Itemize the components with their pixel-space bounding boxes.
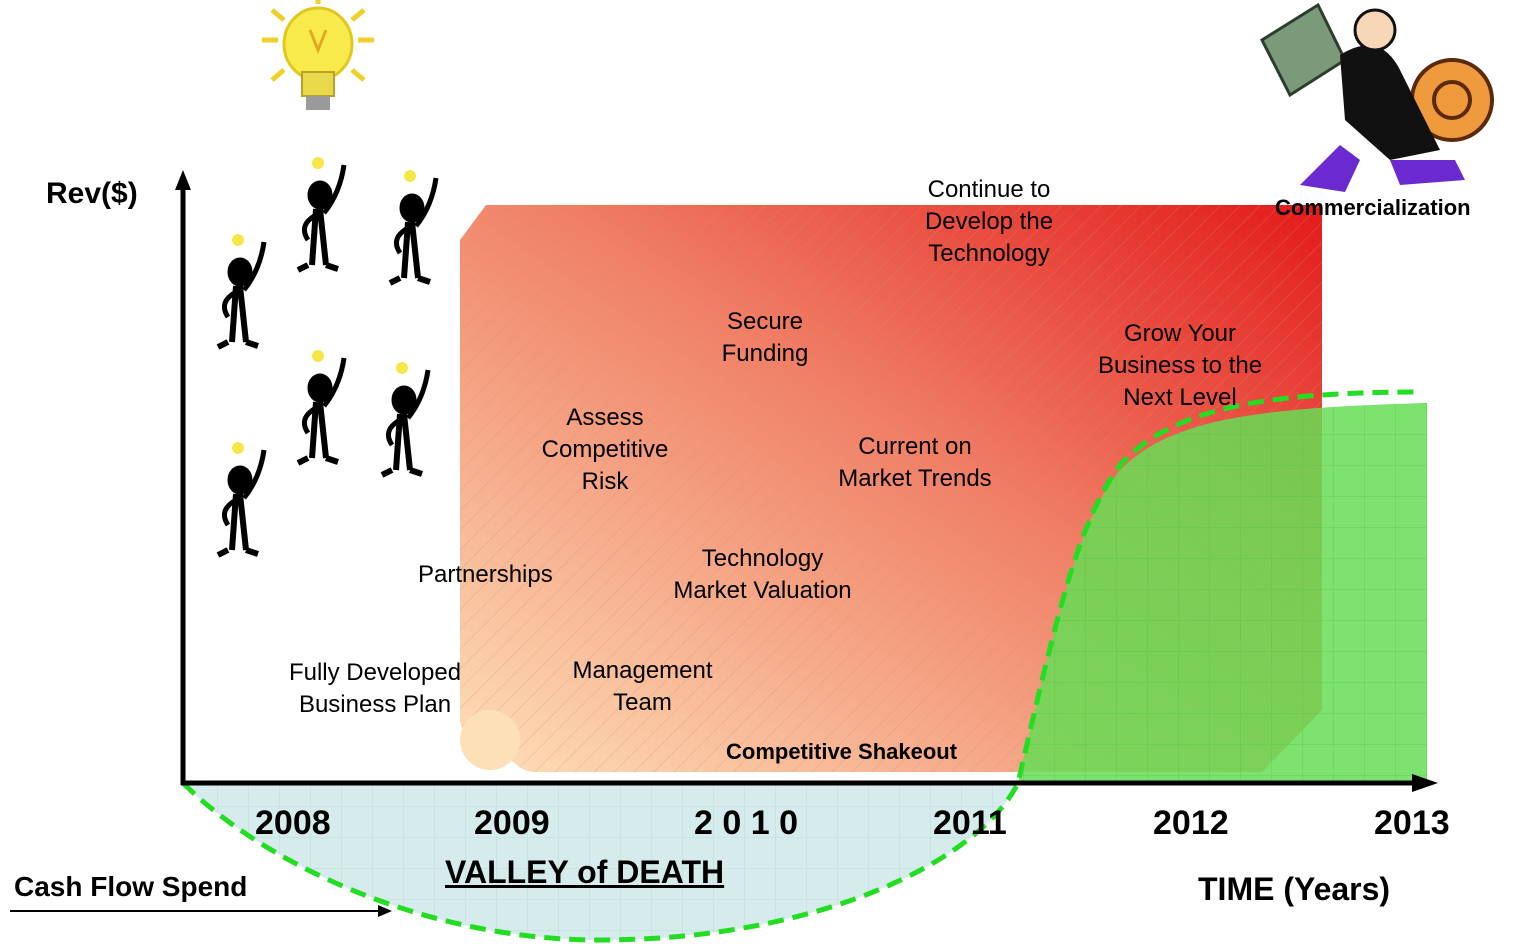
thinker-figure-icon bbox=[388, 170, 439, 286]
year-label-2010: 2 0 1 0 bbox=[694, 804, 798, 842]
label-valley-of-death: VALLEY of DEATH bbox=[445, 854, 725, 890]
revenue-grid bbox=[1018, 403, 1427, 783]
thinker-figures bbox=[216, 157, 439, 558]
businessman-money-icon bbox=[1260, 2, 1494, 192]
x-axis-label: TIME (Years) bbox=[1198, 871, 1391, 907]
year-label-2009: 2009 bbox=[474, 804, 550, 842]
valley-grid bbox=[183, 783, 1018, 940]
x-axis-arrow-icon bbox=[1412, 774, 1438, 792]
y-axis-label: Rev($) bbox=[46, 177, 138, 210]
thinker-figure-icon bbox=[216, 442, 267, 558]
y-axis-arrow-icon bbox=[175, 170, 191, 190]
year-label-2012: 2012 bbox=[1153, 804, 1229, 842]
year-label-2013: 2013 bbox=[1374, 804, 1450, 842]
year-label-2011: 2011 bbox=[933, 804, 1007, 842]
label-cash-flow-spend: Cash Flow Spend bbox=[14, 871, 248, 902]
thinker-figure-icon bbox=[296, 157, 347, 273]
cash-flow-arrow-icon bbox=[378, 905, 392, 917]
panel-bubble bbox=[460, 710, 520, 770]
label-partnerships: Partnerships bbox=[418, 561, 553, 588]
year-label-2008: 2008 bbox=[255, 804, 331, 842]
label-competitive-shakeout: Competitive Shakeout bbox=[726, 739, 958, 764]
thinker-figure-icon bbox=[380, 362, 431, 478]
thinker-figure-icon bbox=[296, 350, 347, 466]
label-commercialization: Commercialization bbox=[1275, 195, 1471, 220]
thinker-figure-icon bbox=[216, 234, 267, 350]
light-bulb-icon bbox=[262, 0, 374, 110]
s-curve bbox=[181, 389, 1421, 943]
